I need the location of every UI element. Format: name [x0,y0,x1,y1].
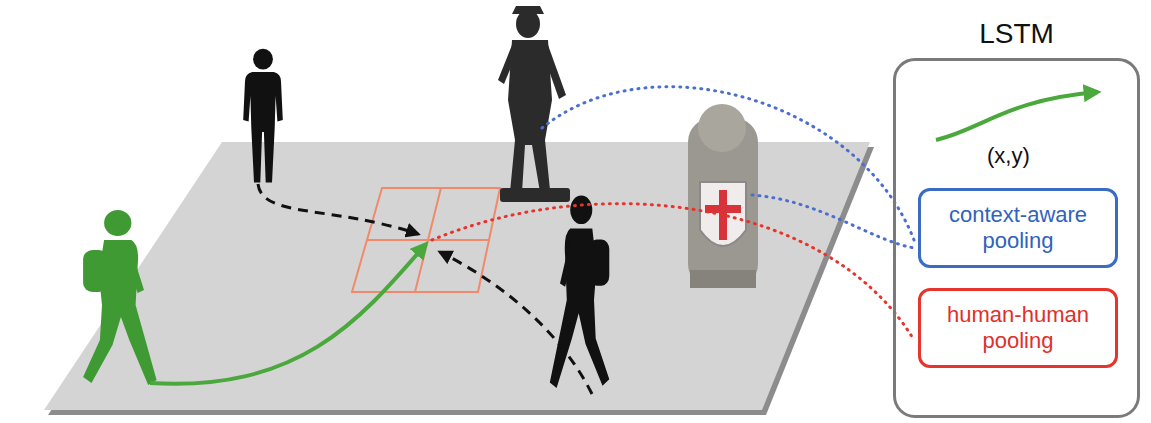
box-label: context-aware pooling [933,202,1103,255]
box-heading: LSTM [896,17,1137,51]
target-person [83,210,156,385]
neighbor-trajectory [440,252,592,394]
lion-statue [688,104,758,288]
floor-plane [44,142,870,410]
output-coordinate: (x,y) [987,143,1030,169]
output-arrow [936,92,1098,140]
lstm-box: LSTMcontext-aware poolinghuman-human poo… [893,58,1140,418]
pooling-grid [352,188,500,292]
target-trajectory [150,244,426,384]
pooling-box: human-human pooling [918,288,1118,368]
pooling-box: context-aware pooling [918,188,1118,268]
statue-figure [498,6,570,202]
context-leader [752,195,914,248]
person-silhouette [550,196,610,389]
human-leader [432,204,914,340]
neighbor-trajectory [258,184,418,234]
person-silhouette [243,49,283,183]
box-label: human-human pooling [933,302,1103,355]
